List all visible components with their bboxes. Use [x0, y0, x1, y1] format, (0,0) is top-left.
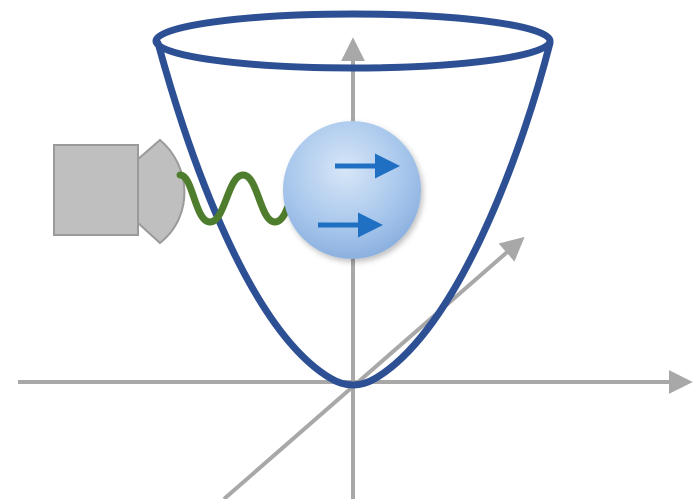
particle-sphere: [283, 121, 421, 259]
light-source-body: [53, 144, 139, 236]
particle: [283, 121, 421, 259]
light-source-device: [53, 138, 186, 245]
potential-well: [152, 10, 554, 389]
z-axis: [222, 236, 525, 499]
coordinate-axes: [18, 37, 693, 499]
potential-well-rim: [152, 10, 554, 72]
potential-well-sides: [154, 39, 554, 389]
light-source-lens: [136, 138, 186, 245]
